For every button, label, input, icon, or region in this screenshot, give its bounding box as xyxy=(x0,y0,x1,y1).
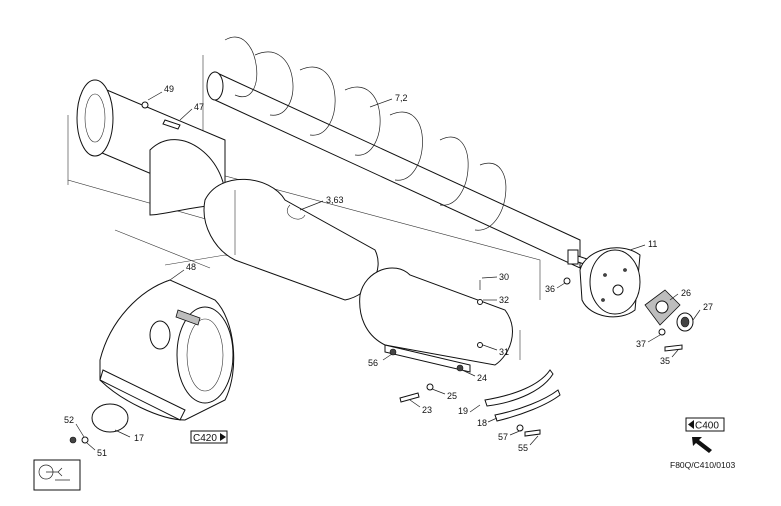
ref-c400-label: C400 xyxy=(695,421,719,432)
label-35: 35 xyxy=(660,356,670,366)
label-7-2: 7,2 xyxy=(395,93,408,103)
elbow-housing xyxy=(91,279,235,433)
label-36: 36 xyxy=(545,284,555,294)
arrow-left-icon xyxy=(688,420,694,429)
direction-arrow-icon xyxy=(692,437,712,453)
leader-lines xyxy=(75,91,701,451)
tube-cover-middle xyxy=(203,178,379,301)
label-51: 51 xyxy=(97,448,107,458)
end-plate xyxy=(579,247,641,318)
fasteners xyxy=(69,277,683,444)
part-labels: 49 47 7,2 3,63 48 30 32 31 56 24 25 23 1… xyxy=(64,84,713,458)
label-47: 47 xyxy=(194,102,204,112)
label-52: 52 xyxy=(64,415,74,425)
label-37: 37 xyxy=(636,339,646,349)
label-31: 31 xyxy=(499,347,509,357)
label-17: 17 xyxy=(134,433,144,443)
label-23: 23 xyxy=(422,405,432,415)
label-55: 55 xyxy=(518,443,528,453)
label-56: 56 xyxy=(368,358,378,368)
label-27: 27 xyxy=(703,302,713,312)
drawing-code: F80Q/C410/0103 xyxy=(670,460,735,470)
label-48: 48 xyxy=(186,262,196,272)
label-30: 30 xyxy=(499,272,509,282)
ref-c420[interactable]: C420 xyxy=(190,430,228,444)
label-18: 18 xyxy=(477,418,487,428)
label-26: 26 xyxy=(681,288,691,298)
label-19: 19 xyxy=(458,406,468,416)
ref-c420-label: C420 xyxy=(193,433,217,444)
trough-door xyxy=(359,267,513,373)
tube-left xyxy=(76,79,226,216)
label-24: 24 xyxy=(477,373,487,383)
label-3-63: 3,63 xyxy=(326,195,344,205)
label-49: 49 xyxy=(164,84,174,94)
ref-c400[interactable]: C400 xyxy=(685,417,725,432)
arrow-right-icon xyxy=(220,433,226,441)
straps xyxy=(484,369,561,422)
auger-symbol-icon xyxy=(33,459,81,491)
label-11: 11 xyxy=(648,239,657,249)
label-25: 25 xyxy=(447,391,457,401)
label-32: 32 xyxy=(499,295,509,305)
label-57: 57 xyxy=(498,432,508,442)
